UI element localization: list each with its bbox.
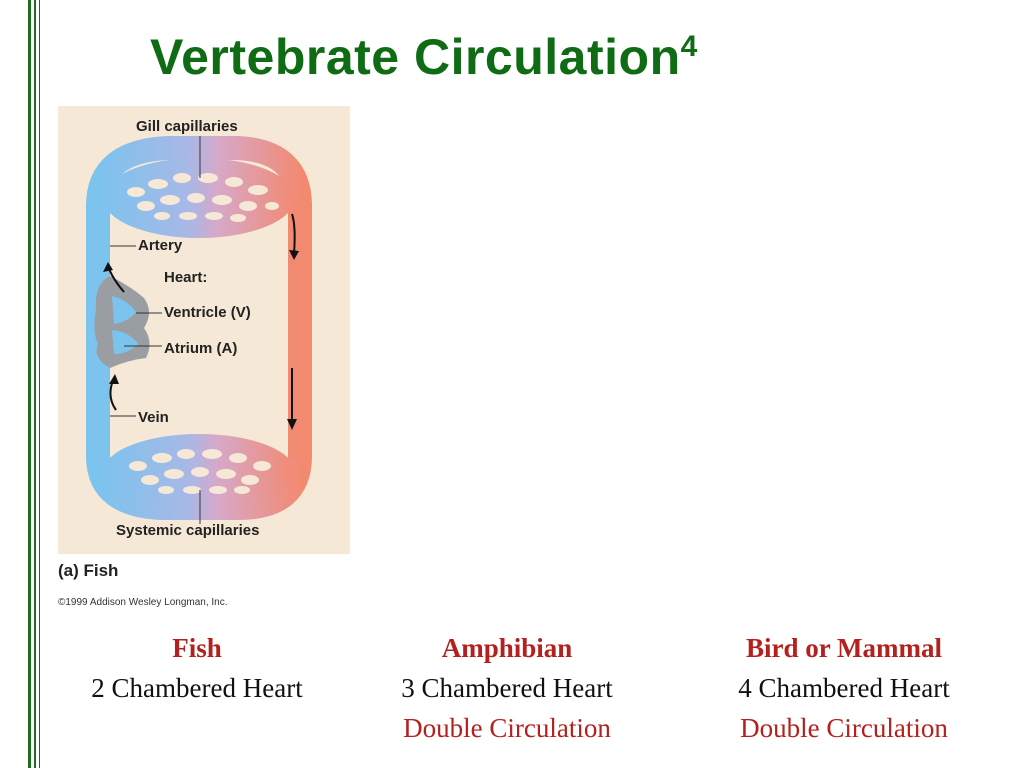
systemic-capillary-mesh bbox=[129, 449, 271, 494]
slide-title: Vertebrate Circulation4 bbox=[150, 28, 910, 86]
ventricle-chamber bbox=[112, 296, 136, 324]
column-amphibian: Amphibian 3 Chambered Heart Double Circu… bbox=[362, 628, 652, 748]
fish-circulation-diagram: Gill capillaries Artery Heart: Ventricle… bbox=[58, 106, 350, 554]
figure-caption: (a) Fish bbox=[58, 561, 119, 580]
label-vein: Vein bbox=[138, 409, 169, 426]
column-heading-amphibian: Amphibian bbox=[441, 633, 573, 663]
label-ventricle: Ventricle (V) bbox=[164, 304, 251, 321]
column-heading-fish: Fish bbox=[172, 633, 222, 663]
leader-lines bbox=[110, 136, 201, 524]
circulation-drawing bbox=[86, 136, 312, 524]
figure-copyright: ©1999 Addison Wesley Longman, Inc. bbox=[58, 597, 228, 608]
left-border-line-2 bbox=[34, 0, 36, 768]
column-circulation-bird-mammal: Double Circulation bbox=[740, 713, 948, 743]
column-circulation-amphibian: Double Circulation bbox=[403, 713, 611, 743]
atrium-chamber bbox=[112, 330, 138, 354]
label-systemic-capillaries: Systemic capillaries bbox=[116, 522, 260, 539]
column-heart-fish: 2 Chambered Heart bbox=[91, 673, 303, 703]
arrow-heads bbox=[103, 250, 299, 430]
slide-title-text: Vertebrate Circulation bbox=[150, 29, 681, 85]
label-gill-capillaries: Gill capillaries bbox=[136, 118, 238, 135]
column-heading-bird-mammal: Bird or Mammal bbox=[746, 633, 942, 663]
label-atrium: Atrium (A) bbox=[164, 340, 238, 357]
column-heart-bird-mammal: 4 Chambered Heart bbox=[738, 673, 950, 703]
column-bird-mammal: Bird or Mammal 4 Chambered Heart Double … bbox=[694, 628, 994, 748]
gill-capillary-mesh bbox=[127, 173, 279, 222]
column-heart-amphibian: 3 Chambered Heart bbox=[401, 673, 613, 703]
left-border-line-1 bbox=[28, 0, 31, 768]
left-border-line-3 bbox=[39, 0, 40, 768]
title-superscript: 4 bbox=[680, 30, 698, 63]
label-heart: Heart: bbox=[164, 269, 208, 286]
label-artery: Artery bbox=[138, 237, 183, 254]
column-fish: Fish 2 Chambered Heart bbox=[52, 628, 342, 708]
